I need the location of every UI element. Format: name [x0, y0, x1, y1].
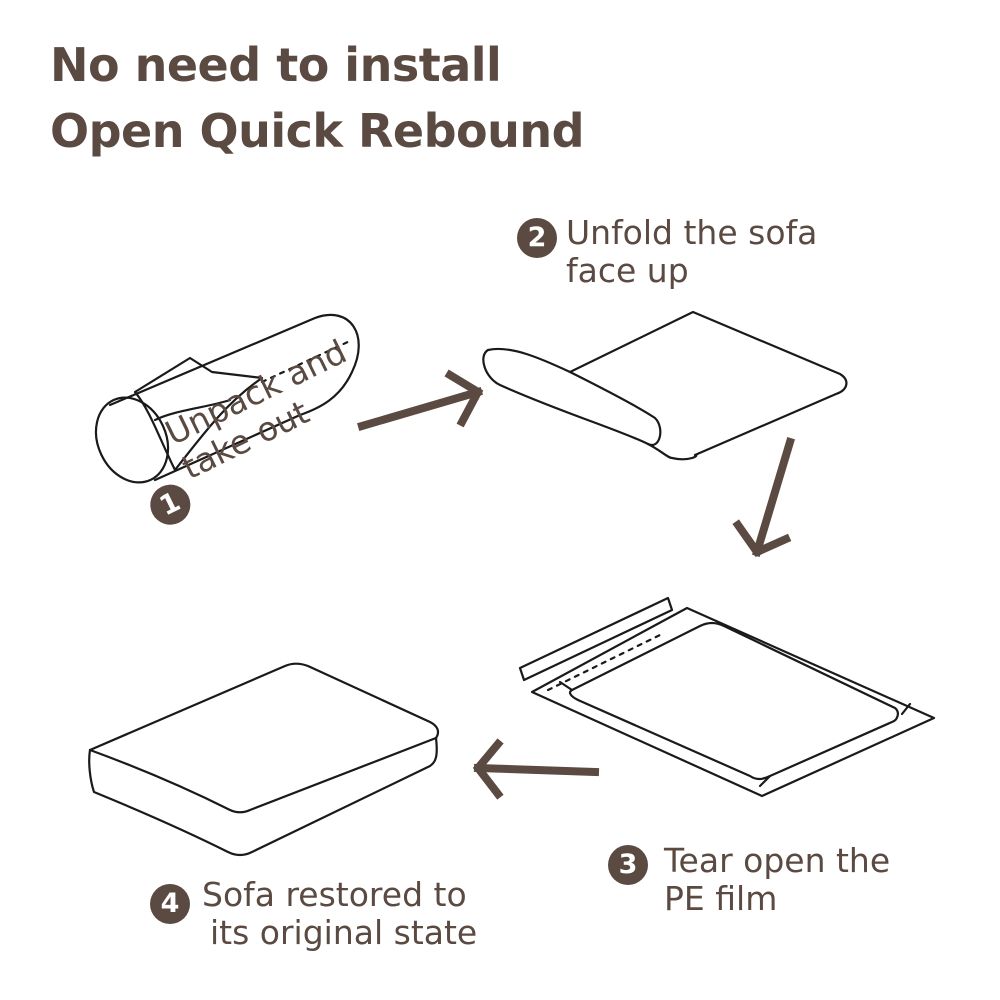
unfolded-sofa-illustration: [482, 310, 848, 461]
heading-line-1: No need to install: [50, 38, 502, 92]
step-3-text-line-2: PE film: [664, 879, 778, 918]
step-2-badge: 2: [517, 218, 557, 258]
step-4-label: Sofa restored to its original state: [202, 876, 477, 952]
step-4-text-line-1: Sofa restored to: [202, 875, 467, 914]
step-4-badge: 4: [150, 884, 190, 924]
step-3-badge: 3: [608, 845, 648, 885]
step-3-label: Tear open the PE film: [664, 842, 890, 918]
step-2-text-line-2: face up: [566, 251, 689, 290]
pe-film-mattress-illustration: [518, 596, 936, 798]
arrow-step3-to-step4: [472, 738, 600, 800]
step-3-text-line-1: Tear open the: [664, 841, 891, 880]
step-2-text-line-1: Unfold the sofa: [566, 213, 818, 252]
step-2-label: Unfold the sofa face up: [566, 214, 817, 290]
heading-line-2: Open Quick Rebound: [50, 104, 585, 158]
rolled-sofa-illustration: [94, 313, 360, 484]
restored-sofa-illustration: [88, 662, 440, 857]
step-4-text-line-2: its original state: [210, 913, 478, 952]
arrow-step1-to-step2: [357, 369, 484, 431]
arrow-step2-to-step3: [732, 437, 795, 557]
